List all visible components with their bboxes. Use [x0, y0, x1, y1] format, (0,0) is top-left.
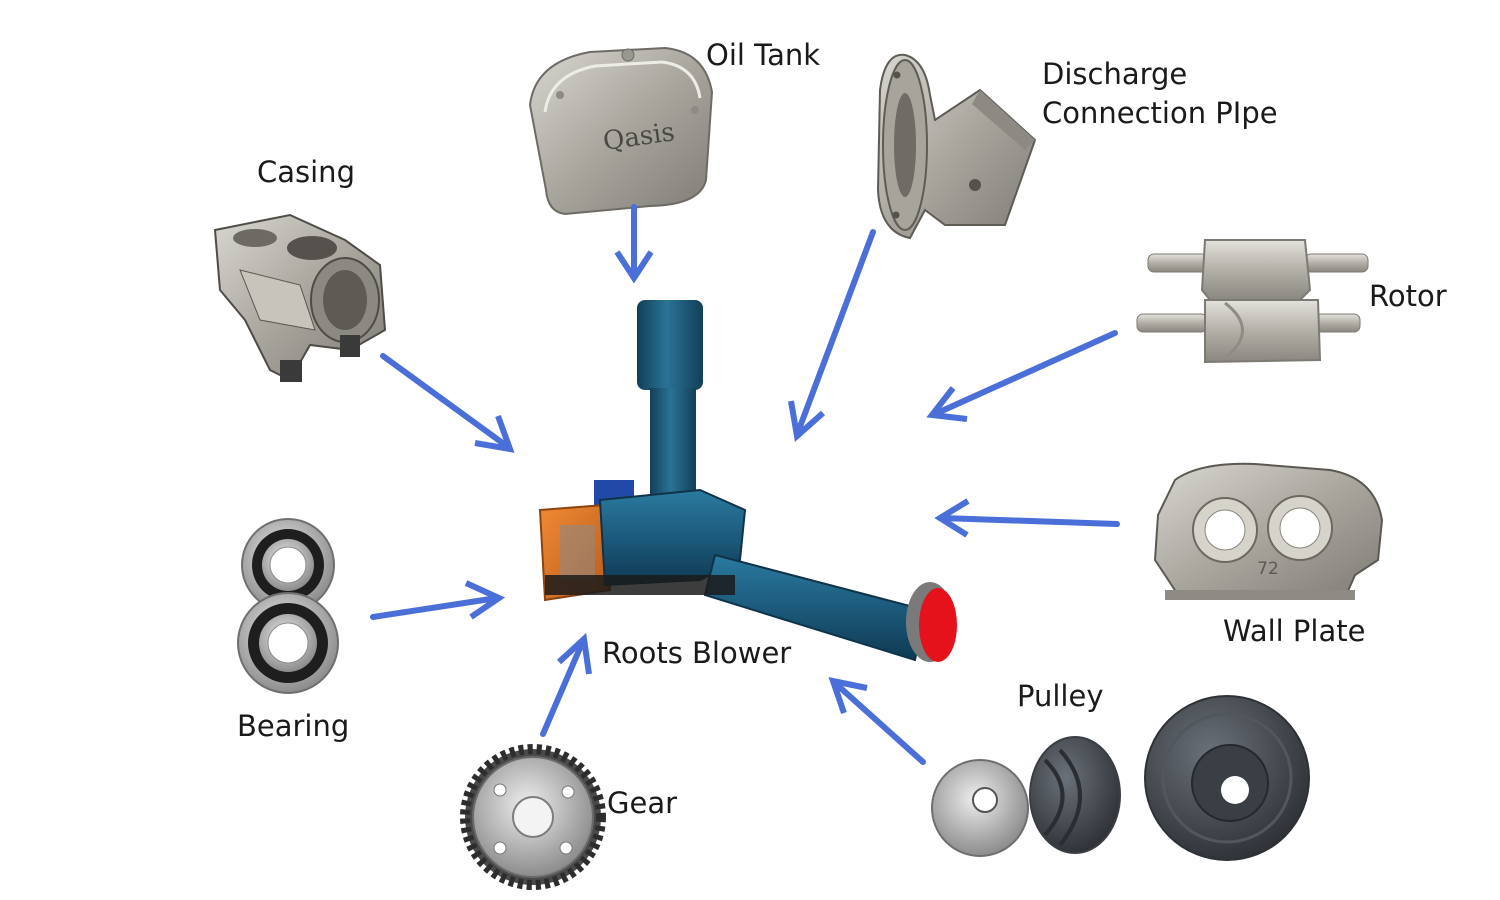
gear-image: [460, 744, 606, 890]
arrow-bearing: [370, 580, 506, 620]
roots-blower-image: [538, 300, 957, 662]
casing-image: [213, 213, 387, 382]
oil-tank-image: Qasis: [528, 46, 714, 216]
arrows: [370, 204, 1120, 765]
discharge-pipe-label: Discharge Connection PIpe: [1042, 55, 1278, 133]
wall-plate-image: 72: [1153, 462, 1384, 600]
pulley-image: [931, 695, 1310, 861]
rotor-image: [1136, 239, 1369, 364]
arrow-discharge: [788, 229, 876, 442]
rotor-label: Rotor: [1369, 279, 1447, 313]
discharge-pipe-label-line2: Connection PIpe: [1042, 96, 1278, 130]
arrow-wall-plate: [934, 498, 1120, 538]
discharge-pipe-image: [876, 53, 1037, 240]
roots-blower-label: Roots Blower: [602, 636, 792, 670]
arrow-casing: [380, 353, 515, 453]
discharge-pipe-label-line1: Discharge: [1042, 57, 1188, 91]
arrow-pulley: [828, 677, 926, 765]
gear-label: Gear: [607, 786, 678, 820]
arrow-rotor: [926, 330, 1118, 422]
bearing-image: [237, 518, 339, 694]
wall-plate-marking: 72: [1257, 559, 1279, 579]
bearing-label: Bearing: [237, 709, 350, 743]
pulley-label: Pulley: [1017, 679, 1104, 713]
wall-plate-label: Wall Plate: [1223, 614, 1366, 648]
oil-tank-label: Oil Tank: [706, 38, 821, 72]
arrow-oil-tank: [614, 204, 654, 284]
arrow-gear: [540, 632, 592, 737]
casing-label: Casing: [257, 155, 355, 189]
